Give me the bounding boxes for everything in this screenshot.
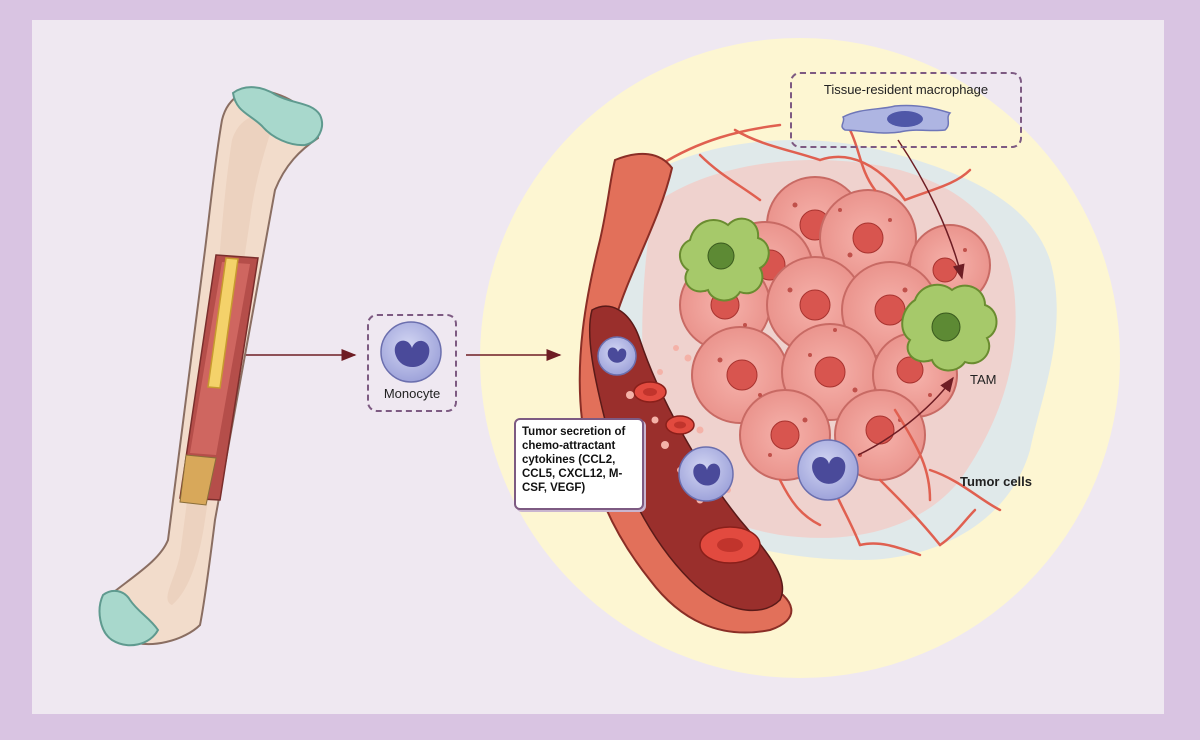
arrow-monocyte-to-tam: [857, 376, 954, 456]
vessel-monocyte: [678, 446, 734, 502]
capillary-network: [658, 123, 1002, 557]
tam-label: TAM: [970, 372, 997, 387]
cytokine-secretion-text: Tumor secretion of chemo-attractant cyto…: [522, 426, 626, 494]
tissue-resident-macrophage-label: Tissue-resident macrophage: [823, 82, 989, 97]
red-blood-cells: [633, 381, 761, 564]
tissue-resident-macrophage-box: [790, 72, 1022, 148]
vessel-monocyte: [597, 336, 637, 376]
arrow-resident-to-tam: [897, 139, 965, 280]
tissue-resident-macrophage-cell: [841, 104, 952, 134]
bottom-cartilage: [98, 589, 160, 647]
extravasated-monocyte: [797, 439, 859, 501]
cytokine-secretion-box: Tumor secretion of chemo-attractant cyto…: [514, 418, 644, 510]
top-cartilage: [231, 86, 324, 147]
monocyte-icon-cell: [380, 321, 442, 383]
monocyte-label: Monocyte: [383, 386, 441, 401]
tumor-cells-label: Tumor cells: [960, 474, 1033, 489]
tam-macrophage: [901, 283, 998, 372]
tumor-cell: [834, 389, 926, 481]
monocyte-box: [367, 314, 457, 412]
femur-bone: [98, 86, 324, 647]
tumor-associated-macrophage-left: [679, 217, 770, 302]
